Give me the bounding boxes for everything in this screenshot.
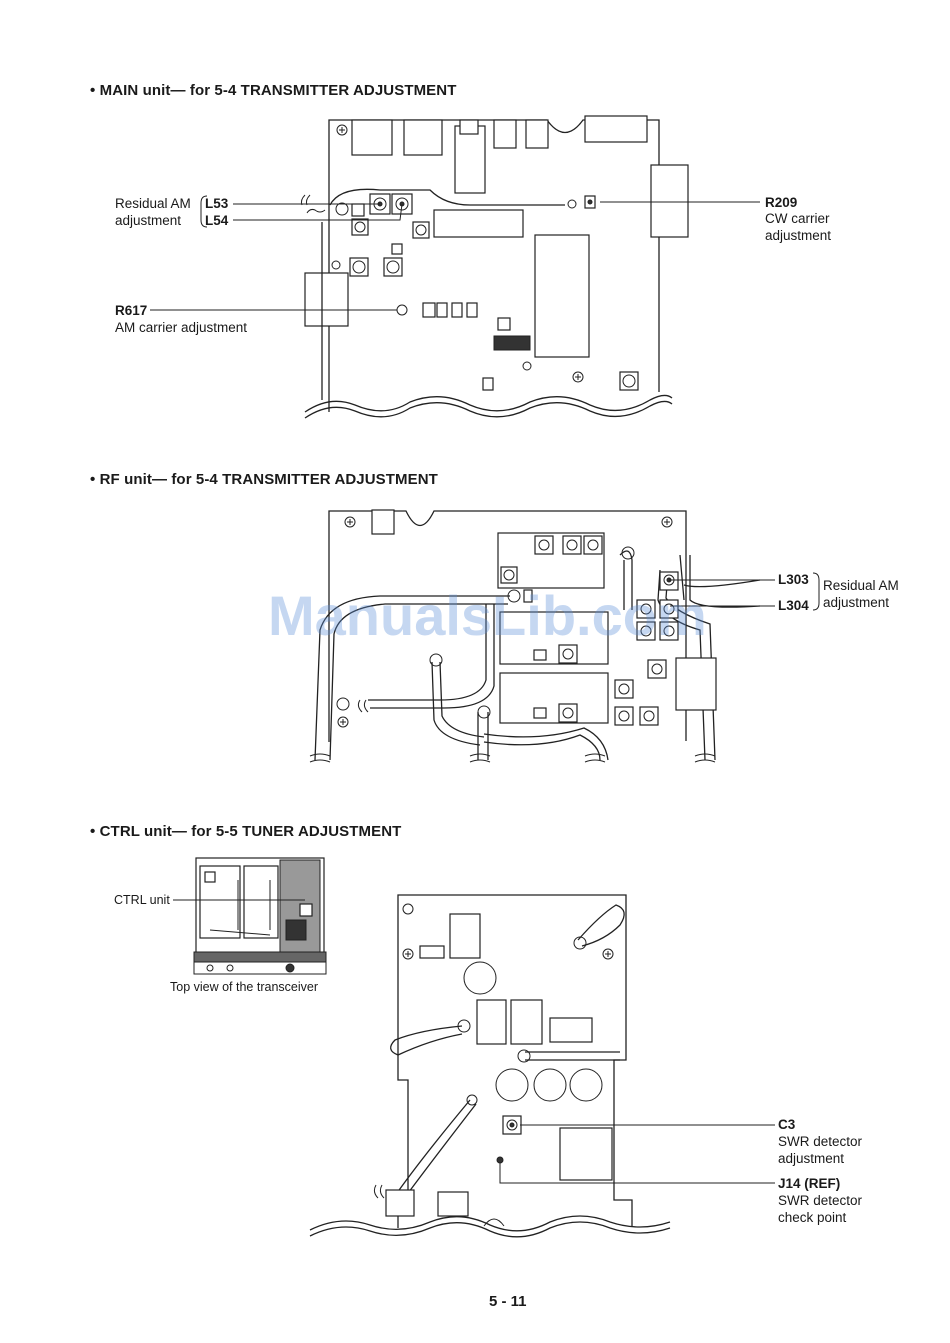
rf-leader-lines <box>669 572 820 611</box>
rf-unit-board <box>309 509 761 763</box>
l303-label: L303 <box>778 572 809 587</box>
j14-desc-2: check point <box>778 1210 847 1225</box>
main-unit-heading: • MAIN unit— for 5-4 TRANSMITTER ADJUSTM… <box>90 82 457 99</box>
rf-unit-heading: • RF unit— for 5-4 TRANSMITTER ADJUSTMEN… <box>90 471 438 488</box>
j14-desc-1: SWR detector <box>778 1193 863 1208</box>
j14-label: J14 (REF) <box>778 1176 841 1191</box>
watermark: ManualsLib.com <box>268 584 707 647</box>
c3-desc-2: adjustment <box>778 1151 845 1166</box>
ctrl-unit-label: CTRL unit <box>114 893 170 907</box>
r617-label: R617 <box>115 303 148 318</box>
main-leader-lines <box>150 195 760 311</box>
rf-residual-am-label: Residual AM <box>823 578 899 593</box>
l53-label: L53 <box>205 196 229 211</box>
main-unit-board <box>300 115 689 419</box>
r209-desc-2: adjustment <box>765 228 832 243</box>
main-residual-am-label: Residual AM <box>115 196 191 211</box>
top-view-caption: Top view of the transceiver <box>170 980 318 994</box>
r617-desc: AM carrier adjustment <box>115 320 248 335</box>
c3-label: C3 <box>778 1117 796 1132</box>
ctrl-unit-heading: • CTRL unit— for 5-5 TUNER ADJUSTMENT <box>90 823 402 840</box>
r209-label: R209 <box>765 195 798 210</box>
rf-adjustment-label: adjustment <box>823 595 890 610</box>
ctrl-top-view-thumbnail <box>193 857 327 975</box>
c3-desc-1: SWR detector <box>778 1134 863 1149</box>
l304-label: L304 <box>778 598 809 613</box>
ctrl-unit-board <box>309 894 671 1238</box>
page-number: 5 - 11 <box>489 1293 527 1310</box>
ctrl-leader-lines <box>499 1124 775 1184</box>
r209-desc-1: CW carrier <box>765 211 830 226</box>
l54-label: L54 <box>205 213 229 228</box>
main-adjustment-label: adjustment <box>115 213 182 228</box>
